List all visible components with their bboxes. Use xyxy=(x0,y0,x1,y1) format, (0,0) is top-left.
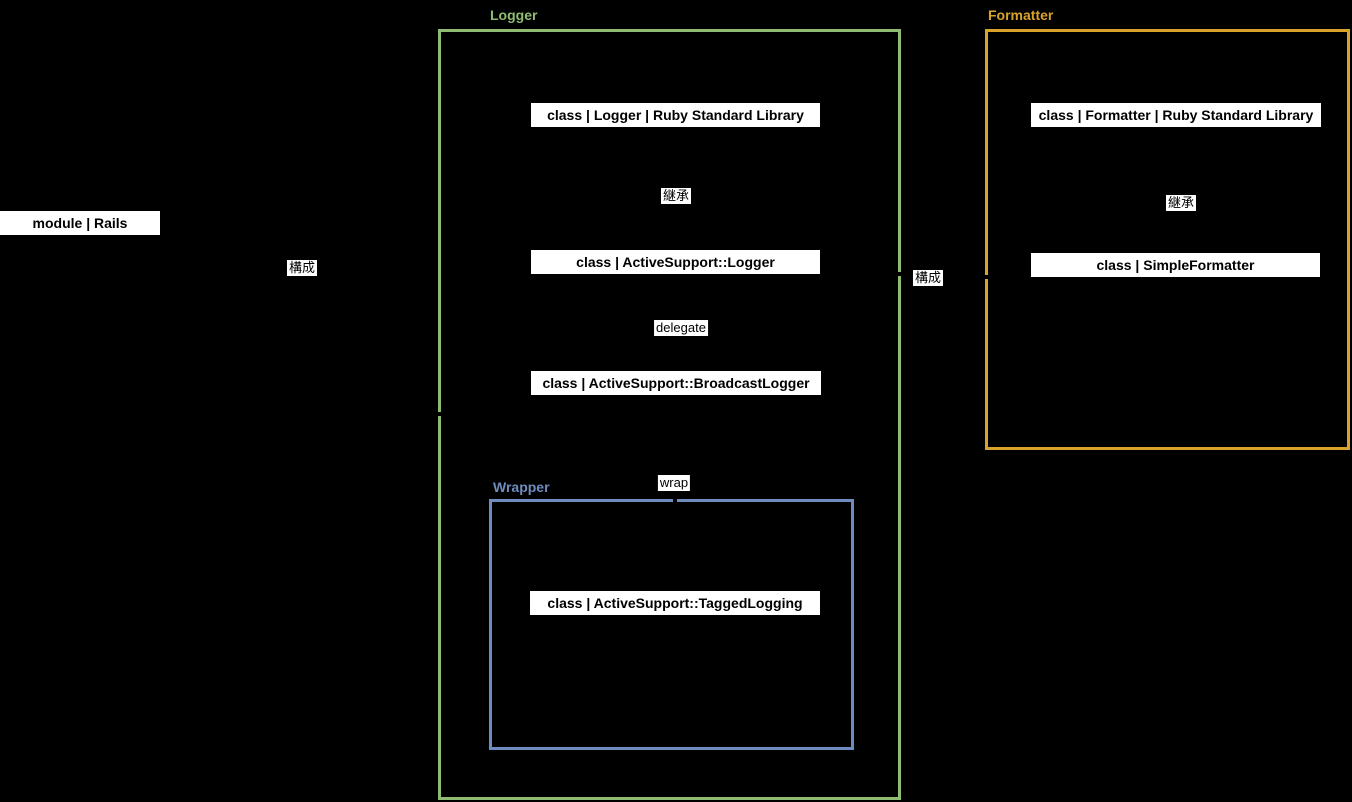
group-formatter-frame xyxy=(985,29,1350,450)
edge-label-logger-to-formatter-composition: 構成 xyxy=(912,270,944,286)
edge-label-formatter-inheritance: 継承 xyxy=(1165,195,1197,211)
node-simpleformatter: class | SimpleFormatter xyxy=(1031,253,1320,277)
node-module-rails: module | Rails xyxy=(0,211,160,235)
node-activesupport-logger: class | ActiveSupport::Logger xyxy=(531,250,820,274)
node-activesupport-broadcastlogger: class | ActiveSupport::BroadcastLogger xyxy=(531,371,821,395)
group-formatter-title: Formatter xyxy=(988,7,1054,23)
edge-label-rails-to-logger-composition: 構成 xyxy=(286,260,318,276)
node-logger-ruby-standard-library: class | Logger | Ruby Standard Library xyxy=(531,103,820,127)
edge-label-delegate: delegate xyxy=(654,320,708,336)
edge-label-logger-inheritance: 継承 xyxy=(660,188,692,204)
group-wrapper-title: Wrapper xyxy=(493,479,550,495)
edge-stub-into-formatter xyxy=(981,275,993,279)
edge-stub-rails-into-logger xyxy=(434,412,446,416)
group-wrapper-frame xyxy=(489,499,854,750)
node-formatter-ruby-standard-library: class | Formatter | Ruby Standard Librar… xyxy=(1031,103,1321,127)
edge-stub-into-wrapper xyxy=(673,495,677,507)
edge-label-wrap: wrap xyxy=(657,475,691,491)
node-activesupport-taggedlogging: class | ActiveSupport::TaggedLogging xyxy=(530,591,820,615)
group-logger-title: Logger xyxy=(490,7,538,23)
edge-stub-logger-out-right xyxy=(894,272,906,276)
